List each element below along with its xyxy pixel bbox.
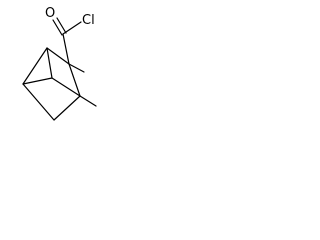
bond-c2-c3	[22, 83, 55, 121]
carbonyl-double-bond-2	[56, 17, 67, 34]
bond-bridge-lower	[22, 77, 53, 85]
bond-c4-c5	[68, 63, 81, 97]
bond-c5-c1	[46, 47, 70, 65]
chlorine-label: Cl	[82, 13, 95, 28]
bond-c1-c2	[22, 47, 48, 85]
bond-bridge-right	[51, 77, 81, 97]
oxygen-label: O	[45, 6, 55, 21]
bond-carbonyl-to-chlorine	[62, 21, 82, 35]
bond-bridge-left	[46, 47, 53, 79]
methyl-bond-upper	[68, 63, 85, 73]
methyl-bond-lower	[79, 95, 97, 107]
carbonyl-double-bond-1	[52, 19, 63, 36]
bond-c3-c4	[53, 95, 81, 121]
bond-ring-to-carbonyl	[62, 33, 70, 65]
skeletal-structure: O Cl	[22, 6, 97, 121]
